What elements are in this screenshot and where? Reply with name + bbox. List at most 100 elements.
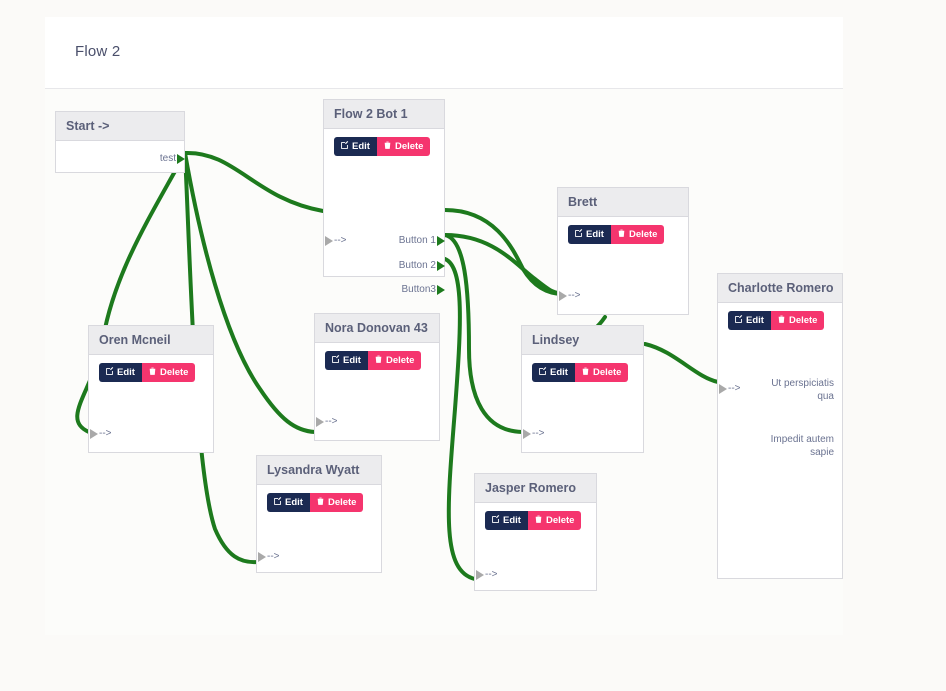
edit-button[interactable]: Edit bbox=[267, 493, 310, 512]
node-body: Edit Delete --> Ut perspiciatis qua bbox=[718, 303, 842, 580]
edge-button3-to-jasper bbox=[443, 257, 477, 581]
edge-button1-to-brett bbox=[443, 208, 569, 297]
trash-icon bbox=[778, 315, 785, 323]
node-body: Edit Delete --> bbox=[522, 355, 643, 454]
delete-button[interactable]: Delete bbox=[770, 311, 825, 330]
edge-start-to-flow2bot1 bbox=[183, 150, 325, 213]
node-actions: Edit Delete bbox=[89, 355, 213, 382]
node-body: Edit Delete --> bbox=[315, 343, 439, 442]
node-title: Start -> bbox=[56, 112, 184, 141]
node-title: Jasper Romero bbox=[475, 474, 596, 503]
output-handle-icon[interactable] bbox=[437, 285, 445, 295]
node-actions: Edit Delete bbox=[558, 217, 688, 244]
node-actions: Edit Delete bbox=[522, 355, 643, 382]
flow-header-bar: Flow 2 bbox=[45, 17, 843, 89]
pencil-square-icon bbox=[332, 355, 340, 363]
edge-button2-to-lindsey bbox=[443, 233, 524, 434]
output-port-impedit-autem-sapie[interactable]: Impedit autem sapie bbox=[762, 433, 834, 459]
input-port[interactable]: --> bbox=[90, 428, 112, 439]
edit-button[interactable]: Edit bbox=[334, 137, 377, 156]
node-body: Edit Delete --> bbox=[89, 355, 213, 454]
node-body: Edit Delete --> Button 1 Button bbox=[324, 129, 445, 295]
pencil-square-icon bbox=[106, 367, 114, 375]
input-handle-icon[interactable] bbox=[325, 236, 333, 246]
input-handle-icon[interactable] bbox=[316, 417, 324, 427]
output-port-button-3[interactable]: Button3 bbox=[402, 284, 445, 295]
edit-button[interactable]: Edit bbox=[99, 363, 142, 382]
node-start[interactable]: Start -> test bbox=[55, 111, 185, 173]
input-handle-icon[interactable] bbox=[523, 429, 531, 439]
delete-button[interactable]: Delete bbox=[367, 351, 422, 370]
trash-icon bbox=[149, 367, 156, 375]
node-oren-mcneil[interactable]: Oren Mcneil Edit Delete bbox=[88, 325, 214, 453]
input-handle-icon[interactable] bbox=[476, 570, 484, 580]
trash-icon bbox=[618, 229, 625, 237]
input-handle-icon[interactable] bbox=[90, 429, 98, 439]
input-port[interactable]: --> bbox=[523, 428, 545, 439]
delete-button[interactable]: Delete bbox=[527, 511, 582, 530]
node-actions: Edit Delete bbox=[315, 343, 439, 370]
edit-button[interactable]: Edit bbox=[325, 351, 368, 370]
node-lysandra-wyatt[interactable]: Lysandra Wyatt Edit Delete bbox=[256, 455, 382, 573]
output-handle-icon[interactable] bbox=[437, 261, 445, 271]
trash-icon bbox=[384, 141, 391, 149]
output-port-button-2[interactable]: Button 2 bbox=[399, 260, 445, 271]
output-port-ut-perspiciatis-qua[interactable]: Ut perspiciatis qua bbox=[762, 377, 834, 403]
node-flow2bot1[interactable]: Flow 2 Bot 1 Edit Delete bbox=[323, 99, 445, 295]
input-port[interactable]: --> bbox=[476, 569, 498, 580]
input-port[interactable]: --> bbox=[559, 290, 581, 301]
node-title: Oren Mcneil bbox=[89, 326, 213, 355]
delete-button[interactable]: Delete bbox=[574, 363, 629, 382]
node-brett[interactable]: Brett Edit Delete bbox=[557, 187, 689, 315]
trash-icon bbox=[317, 497, 324, 505]
node-body: Edit Delete --> bbox=[558, 217, 688, 316]
node-title: Lysandra Wyatt bbox=[257, 456, 381, 485]
node-jasper-romero[interactable]: Jasper Romero Edit Delete bbox=[474, 473, 597, 591]
node-lindsey[interactable]: Lindsey Edit Delete bbox=[521, 325, 644, 453]
node-charlotte-romero[interactable]: Charlotte Romero Edit Delete bbox=[717, 273, 843, 579]
input-port[interactable]: --> bbox=[258, 551, 280, 562]
pencil-square-icon bbox=[575, 229, 583, 237]
output-handle-icon[interactable] bbox=[177, 154, 185, 164]
node-body: Edit Delete --> bbox=[257, 485, 381, 574]
node-title: Brett bbox=[558, 188, 688, 217]
node-actions: Edit Delete bbox=[324, 129, 444, 156]
delete-button[interactable]: Delete bbox=[309, 493, 364, 512]
node-title: Flow 2 Bot 1 bbox=[324, 100, 444, 129]
delete-button[interactable]: Delete bbox=[610, 225, 665, 244]
edit-button[interactable]: Edit bbox=[568, 225, 611, 244]
input-handle-icon[interactable] bbox=[258, 552, 266, 562]
node-body: Edit Delete --> bbox=[475, 503, 596, 592]
output-port-button-1[interactable]: Button 1 bbox=[399, 235, 445, 246]
edit-button[interactable]: Edit bbox=[485, 511, 528, 530]
pencil-square-icon bbox=[539, 367, 547, 375]
node-title: Nora Donovan 43 bbox=[315, 314, 439, 343]
delete-button[interactable]: Delete bbox=[376, 137, 431, 156]
node-actions: Edit Delete bbox=[718, 303, 842, 330]
output-handle-icon[interactable] bbox=[437, 236, 445, 246]
page-title: Flow 2 bbox=[75, 43, 121, 60]
trash-icon bbox=[582, 367, 589, 375]
trash-icon bbox=[535, 515, 542, 523]
edit-button[interactable]: Edit bbox=[532, 363, 575, 382]
node-title: Charlotte Romero bbox=[718, 274, 842, 303]
node-title: Lindsey bbox=[522, 326, 643, 355]
input-port[interactable]: --> bbox=[719, 383, 741, 394]
input-port[interactable]: --> bbox=[316, 416, 338, 427]
node-actions: Edit Delete bbox=[475, 503, 596, 530]
output-port-test[interactable]: test bbox=[160, 153, 185, 164]
input-port[interactable]: --> bbox=[325, 235, 347, 246]
flow-canvas[interactable]: Start -> test Flow 2 Bot 1 Edit bbox=[45, 89, 843, 635]
node-body: test bbox=[56, 141, 185, 174]
pencil-square-icon bbox=[341, 141, 349, 149]
node-actions: Edit Delete bbox=[257, 485, 381, 512]
pencil-square-icon bbox=[274, 497, 282, 505]
input-handle-icon[interactable] bbox=[559, 291, 567, 301]
edge-button2-to-brett bbox=[443, 233, 569, 296]
delete-button[interactable]: Delete bbox=[141, 363, 196, 382]
pencil-square-icon bbox=[735, 315, 743, 323]
edit-button[interactable]: Edit bbox=[728, 311, 771, 330]
node-nora-donovan-43[interactable]: Nora Donovan 43 Edit Delete bbox=[314, 313, 440, 441]
input-handle-icon[interactable] bbox=[719, 384, 727, 394]
